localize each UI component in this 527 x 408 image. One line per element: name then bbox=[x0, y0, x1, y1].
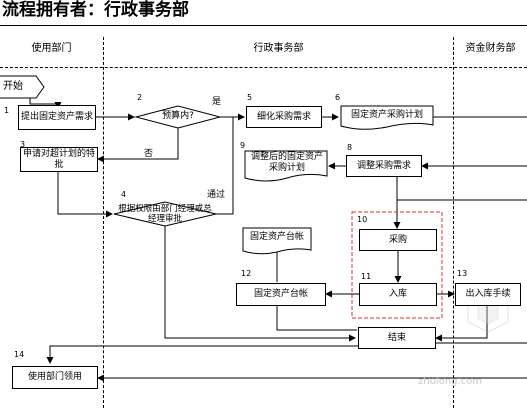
edge-4-to-5 bbox=[216, 117, 234, 215]
doc-12-shape bbox=[242, 227, 312, 255]
lane-title-user-dept: 使用部门 bbox=[31, 43, 72, 54]
step-6-label: 固定资产采购计划 bbox=[350, 110, 423, 120]
step-13-box: 出入库手续 bbox=[455, 283, 521, 306]
edge-4-to-end bbox=[164, 226, 356, 342]
step-8-box: 调整采购需求 bbox=[346, 155, 422, 177]
lane-divider-2 bbox=[453, 37, 454, 408]
lane-header-divider bbox=[0, 67, 527, 68]
edge-end-to-14 bbox=[46, 345, 358, 364]
step-10-number: 10 bbox=[357, 215, 368, 224]
step-3-number: 3 bbox=[20, 140, 26, 149]
page-title: 流程拥有者：行政事务部 bbox=[2, 0, 189, 20]
step-6-number: 6 bbox=[335, 93, 341, 102]
edge-9-to-10 bbox=[396, 176, 527, 201]
title-divider bbox=[0, 25, 527, 26]
step-10-label: 采购 bbox=[388, 234, 407, 245]
step-5-label: 细化采购需求 bbox=[256, 111, 311, 122]
step-4-number: 4 bbox=[121, 190, 127, 199]
yes-label: 是 bbox=[212, 97, 222, 107]
step-11-label: 入库 bbox=[388, 289, 407, 299]
start-shape bbox=[0, 75, 45, 99]
step-10-box: 采购 bbox=[359, 229, 437, 251]
step-1-label: 提出固定资产需求 bbox=[20, 112, 93, 122]
doc-6-shape bbox=[340, 105, 434, 130]
step-13-number: 13 bbox=[457, 269, 468, 278]
step-9-number: 9 bbox=[240, 141, 246, 150]
step-11-box: 入库 bbox=[359, 283, 437, 306]
doc-9-shape bbox=[244, 150, 328, 182]
step-4-label: 根据权限由部门经理或总经理审批 bbox=[118, 204, 212, 224]
edge-3-to-4 bbox=[57, 172, 113, 218]
edge-2-to-3 bbox=[97, 128, 179, 163]
step-9-label: 调整后的固定资产采购计划 bbox=[250, 152, 323, 173]
step-3-label: 申请对超计划的特批 bbox=[22, 148, 95, 170]
lane-title-admin-dept: 行政事务部 bbox=[253, 43, 304, 54]
watermark-text: zhulong.com bbox=[418, 376, 483, 387]
lane-title-finance-dept: 资金财务部 bbox=[465, 43, 516, 54]
step-5-box: 细化采购需求 bbox=[246, 106, 322, 128]
pass-label: 通过 bbox=[207, 190, 226, 200]
step-14-box: 使用部门领用 bbox=[12, 366, 98, 389]
step-13-label: 出入库手续 bbox=[465, 289, 511, 299]
step-1-box: 提出固定资产需求 bbox=[18, 105, 96, 130]
step-14-number: 14 bbox=[14, 350, 25, 359]
start-label: 开始 bbox=[3, 81, 23, 92]
lane-divider-1 bbox=[103, 37, 104, 408]
step-12-doc-label: 固定资产台帐 bbox=[249, 232, 304, 242]
step-12-box: 固定资产台帐 bbox=[236, 283, 326, 306]
end-label: 结束 bbox=[387, 332, 406, 343]
step-8-label: 调整采购需求 bbox=[356, 160, 411, 171]
step-14-label: 使用部门领用 bbox=[27, 372, 82, 382]
step-3-box: 申请对超计划的特批 bbox=[20, 147, 98, 172]
step-12-label: 固定资产台帐 bbox=[253, 289, 308, 299]
end-box: 结束 bbox=[358, 327, 436, 349]
step-2-label: 预算内? bbox=[162, 111, 194, 121]
step-8-number: 8 bbox=[347, 143, 353, 152]
edge-13-to-end bbox=[435, 306, 488, 342]
step-1-number: 1 bbox=[4, 106, 10, 115]
highlight-box bbox=[351, 211, 443, 319]
edge-12-to-end bbox=[276, 306, 357, 331]
step-2-number: 2 bbox=[137, 93, 143, 102]
step-5-number: 5 bbox=[247, 93, 253, 102]
no-label: 否 bbox=[144, 149, 154, 159]
step-11-number: 11 bbox=[361, 272, 372, 281]
step-12-number: 12 bbox=[241, 269, 252, 278]
